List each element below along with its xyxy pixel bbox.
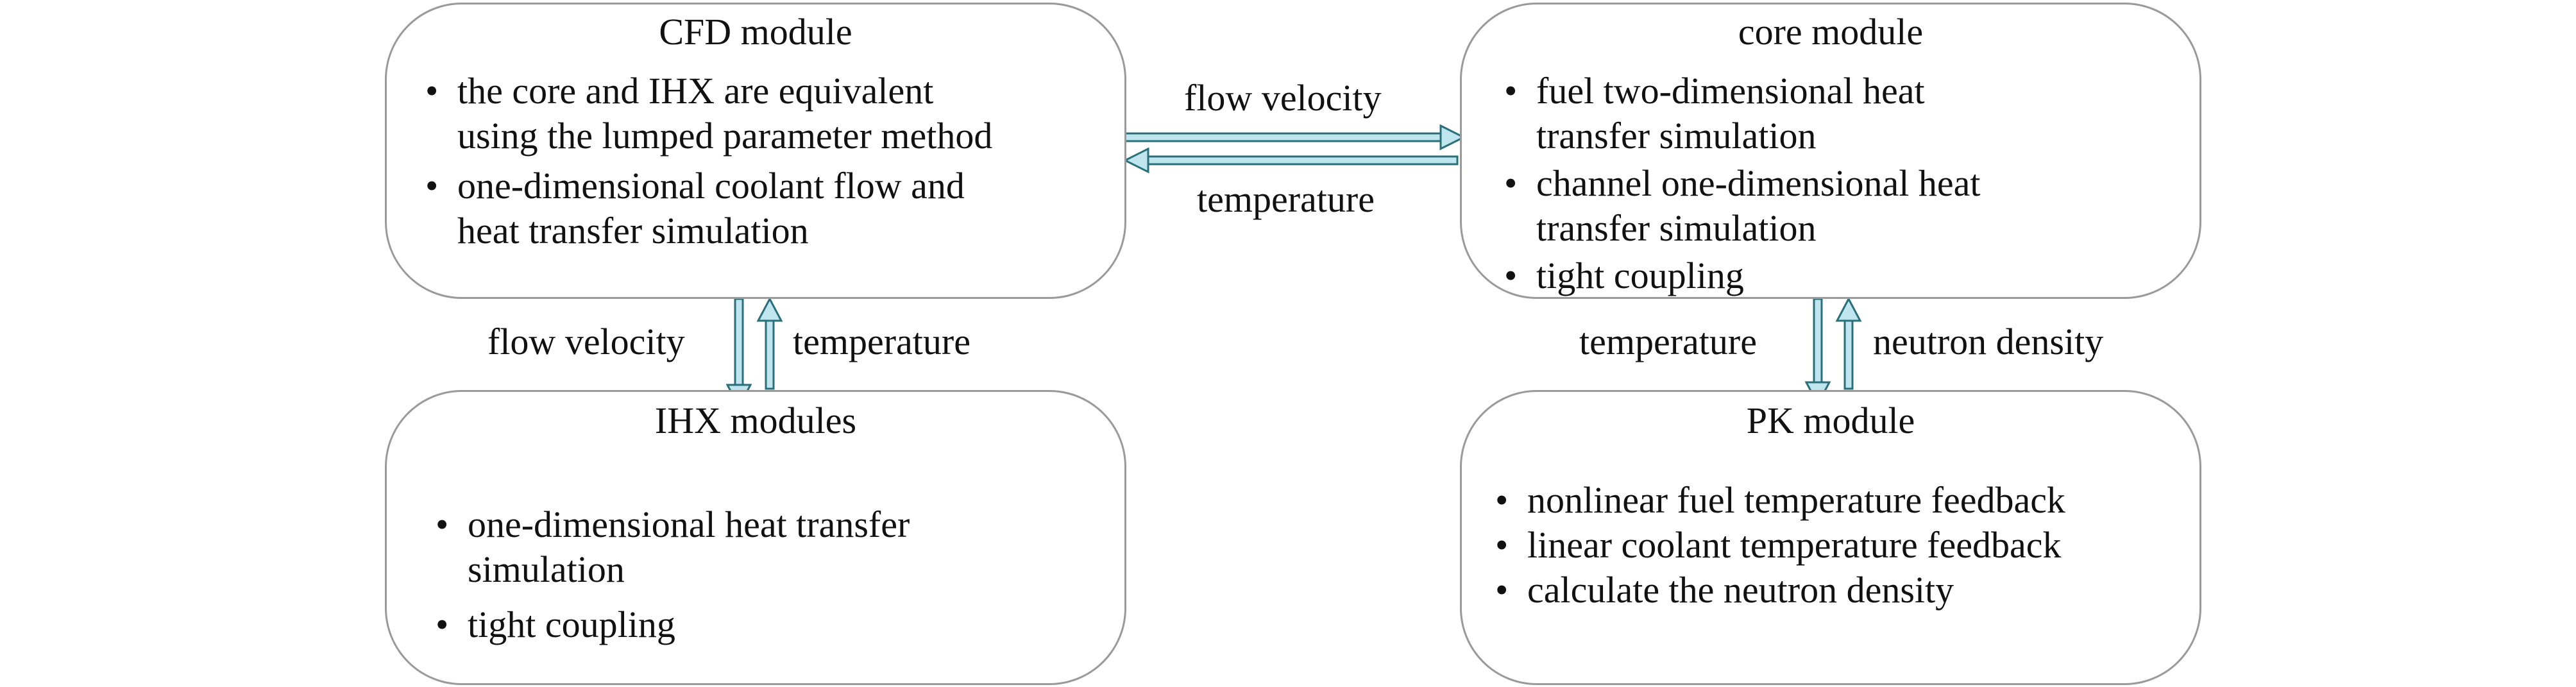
core-item-1: fuel two-dimensional heat transfer simul… — [1499, 69, 2192, 158]
core-item-1-line-2: transfer simulation — [1536, 115, 1817, 157]
pk-item-1: nonlinear fuel temperature feedback — [1490, 478, 2189, 523]
ihx-item-2-line-1: tight coupling — [468, 604, 675, 645]
cfd-item-2: one-dimensional coolant flow and heat tr… — [420, 164, 1113, 253]
label-core-to-pk: temperature — [1579, 321, 1757, 362]
core-module-box: core module fuel two-dimensional heat tr… — [1460, 3, 2201, 299]
ihx-item-1-line-1: one-dimensional heat transfer — [468, 504, 910, 545]
label-cfd-to-ihx: flow velocity — [487, 321, 685, 362]
arrow-cfd-to-core — [1121, 124, 1466, 151]
cfd-item-2-line-1: one-dimensional coolant flow and — [457, 165, 965, 207]
core-item-3-line-1: tight coupling — [1536, 255, 1744, 296]
label-cfd-to-core: flow velocity — [1184, 77, 1382, 119]
pk-item-3: calculate the neutron density — [1490, 568, 2189, 613]
label-pk-to-core: neutron density — [1873, 321, 2104, 362]
pk-module-list: nonlinear fuel temperature feedback line… — [1490, 478, 2189, 613]
core-item-3: tight coupling — [1499, 253, 2192, 298]
arrow-ihx-to-cfd — [756, 296, 783, 390]
arrow-core-to-cfd — [1123, 147, 1459, 174]
core-module-list: fuel two-dimensional heat transfer simul… — [1499, 69, 2192, 298]
arrow-pk-to-core — [1835, 296, 1862, 390]
label-ihx-to-cfd: temperature — [793, 321, 970, 362]
cfd-item-1-line-2: using the lumped parameter method — [457, 115, 993, 157]
core-module-title: core module — [1738, 11, 1924, 53]
pk-item-1-line-1: nonlinear fuel temperature feedback — [1527, 479, 2065, 521]
core-item-2-line-2: transfer simulation — [1536, 207, 1817, 249]
arrow-core-to-pk — [1804, 298, 1831, 407]
pk-module-box: PK module nonlinear fuel temperature fee… — [1460, 390, 2201, 685]
ihx-modules-title: IHX modules — [654, 400, 857, 441]
pk-item-2: linear coolant temperature feedback — [1490, 523, 2189, 568]
ihx-item-2: tight coupling — [430, 602, 1110, 647]
ihx-item-1-line-2: simulation — [468, 548, 625, 590]
label-core-to-cfd: temperature — [1197, 178, 1375, 220]
ihx-modules-box: IHX modules one-dimensional heat transfe… — [385, 390, 1126, 685]
cfd-module-box: CFD module the core and IHX are equivale… — [385, 3, 1126, 299]
pk-item-3-line-1: calculate the neutron density — [1527, 569, 1954, 611]
cfd-item-2-line-2: heat transfer simulation — [457, 210, 809, 251]
ihx-item-1: one-dimensional heat transfer simulation — [430, 502, 1110, 592]
cfd-item-1: the core and IHX are equivalent using th… — [420, 69, 1113, 158]
core-item-2-line-1: channel one-dimensional heat — [1536, 162, 1981, 204]
cfd-module-title: CFD module — [659, 11, 852, 53]
cfd-module-list: the core and IHX are equivalent using th… — [420, 69, 1113, 253]
core-item-1-line-1: fuel two-dimensional heat — [1536, 70, 1925, 112]
pk-module-title: PK module — [1746, 400, 1915, 441]
pk-item-2-line-1: linear coolant temperature feedback — [1527, 524, 2062, 566]
ihx-modules-list: one-dimensional heat transfer simulation… — [430, 502, 1110, 647]
core-item-2: channel one-dimensional heat transfer si… — [1499, 161, 2192, 251]
cfd-item-1-line-1: the core and IHX are equivalent — [457, 70, 934, 112]
